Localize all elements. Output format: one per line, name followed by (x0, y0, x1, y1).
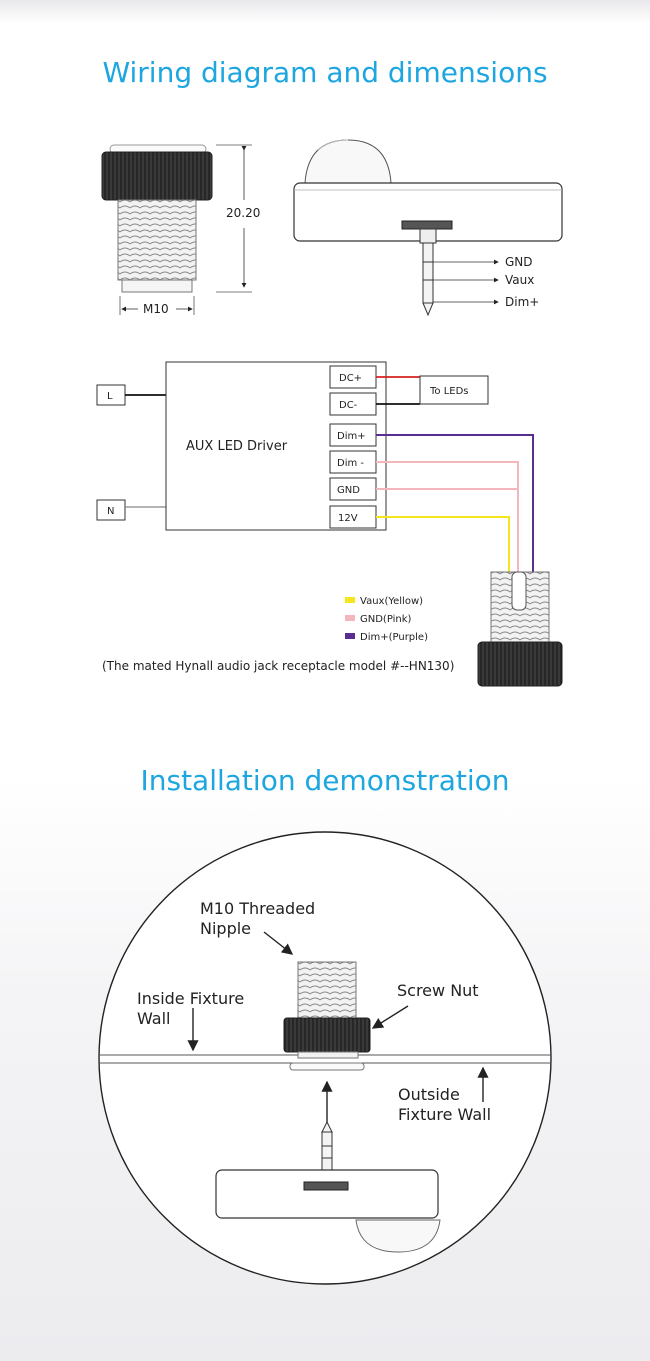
vaux-wire-yellow (376, 516, 510, 578)
wiring-section-title: Wiring diagram and dimensions (102, 56, 548, 89)
receptacle-model-note: (The mated Hynall audio jack receptacle … (102, 659, 454, 673)
pin-label-gnd: GND (505, 255, 533, 269)
dim-minus-wire-pink (376, 461, 519, 578)
to-leds-label: To LEDs (429, 386, 469, 397)
pin-label-vaux: Vaux (505, 273, 534, 287)
terminal-dc-minus-label: DC- (339, 400, 358, 411)
screw-nut-label: Screw Nut (397, 981, 479, 1000)
legend-label-dim-plus: Dim+(Purple) (360, 632, 428, 643)
nipple-label-line1: M10 Threaded (200, 899, 315, 918)
terminal-dim-minus-label: Dim - (337, 458, 364, 469)
inside-wall-label-line2: Wall (137, 1009, 171, 1028)
pin-label-dim-plus: Dim+ (505, 295, 539, 309)
receptacle-drawing (477, 571, 563, 687)
installed-sensor (215, 1120, 441, 1253)
installed-nipple (283, 961, 371, 1071)
screw-nut-pointer (371, 1005, 409, 1029)
threaded-nipple-drawing (101, 144, 213, 293)
neutral-input-label: N (107, 506, 114, 517)
terminal-gnd-label: GND (337, 485, 360, 496)
legend-swatch-vaux (345, 597, 355, 603)
install-section-title: Installation demonstration (140, 764, 510, 797)
terminal-dim-plus-label: Dim+ (337, 431, 366, 442)
neutral-input-box (96, 499, 126, 521)
height-dimension-label: 20.20 (226, 206, 260, 220)
terminal-12v-label: 12V (338, 513, 358, 524)
inside-wall-label-line1: Inside Fixture (137, 989, 244, 1008)
nipple-label-line2: Nipple (200, 919, 251, 938)
to-leds-box (419, 375, 489, 405)
sensor-side-view (293, 139, 563, 317)
wire-color-legend: Vaux(Yellow) GND(Pink) Dim+(Purple) (345, 596, 428, 643)
driver-label: AUX LED Driver (186, 439, 288, 454)
driver-terminals: DC+ DC- Dim+ Dim - GND 12V (329, 365, 377, 529)
legend-label-vaux: Vaux(Yellow) (360, 596, 423, 607)
nipple-pointer (263, 931, 294, 955)
legend-label-gnd: GND(Pink) (360, 614, 412, 625)
thread-dimension: M10 (119, 296, 195, 316)
dim-plus-wire-purple (376, 434, 534, 578)
legend-swatch-gnd (345, 615, 355, 621)
height-dimension: 20.20 (216, 144, 260, 293)
line-input-label: L (107, 391, 113, 402)
legend-swatch-dim-plus (345, 633, 355, 639)
outside-wall-label-line2: Fixture Wall (398, 1105, 491, 1124)
thread-dimension-label: M10 (143, 302, 169, 316)
terminal-dc-plus-label: DC+ (339, 373, 362, 384)
outside-wall-label-line1: Outside (398, 1085, 460, 1104)
